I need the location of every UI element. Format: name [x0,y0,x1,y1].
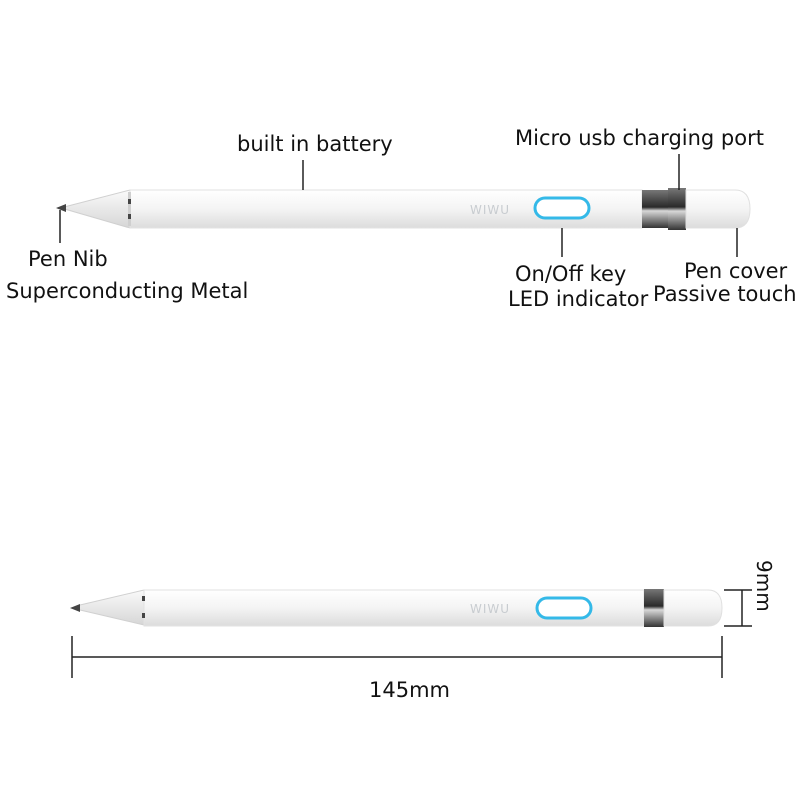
bottom-brand-mark: WIWU [470,602,510,616]
top-led-button [533,196,591,220]
label-on-off-key: On/Off key [515,262,627,286]
top-tip-ring [128,192,131,226]
bottom-pen-cover [663,589,723,627]
top-metal-band [642,190,668,228]
label-micro-usb: Micro usb charging port [515,126,764,150]
top-pen-tip [59,189,131,229]
top-metal-band-gap [668,188,686,230]
label-built-in-battery: built in battery [237,132,393,156]
top-pen-cover [685,189,751,229]
bottom-tip-mark [142,596,145,601]
top-brand-mark: WIWU [470,203,510,217]
label-led-indicator: LED indicator [508,287,649,311]
bottom-led-button [535,596,593,620]
bottom-stylus: WIWU [70,589,723,627]
label-length: 145mm [369,678,450,702]
bottom-metal-band [644,589,664,627]
bottom-pen-nib [70,604,80,612]
label-superconducting-metal: Superconducting Metal [6,279,249,303]
top-stylus: WIWU [56,188,751,230]
top-tip-mark [128,214,131,219]
label-diameter: 9mm [752,560,776,612]
bottom-pen-tip [70,589,145,626]
top-tip-mark [128,199,131,204]
label-pen-cover: Pen cover [684,259,788,283]
label-passive-touch: Passive touch [653,282,797,306]
dimension-lines [71,589,752,678]
label-pen-nib: Pen Nib [28,247,108,271]
bottom-tip-mark [142,613,145,618]
leader-lines [59,154,738,257]
top-pen-nib [56,204,66,212]
